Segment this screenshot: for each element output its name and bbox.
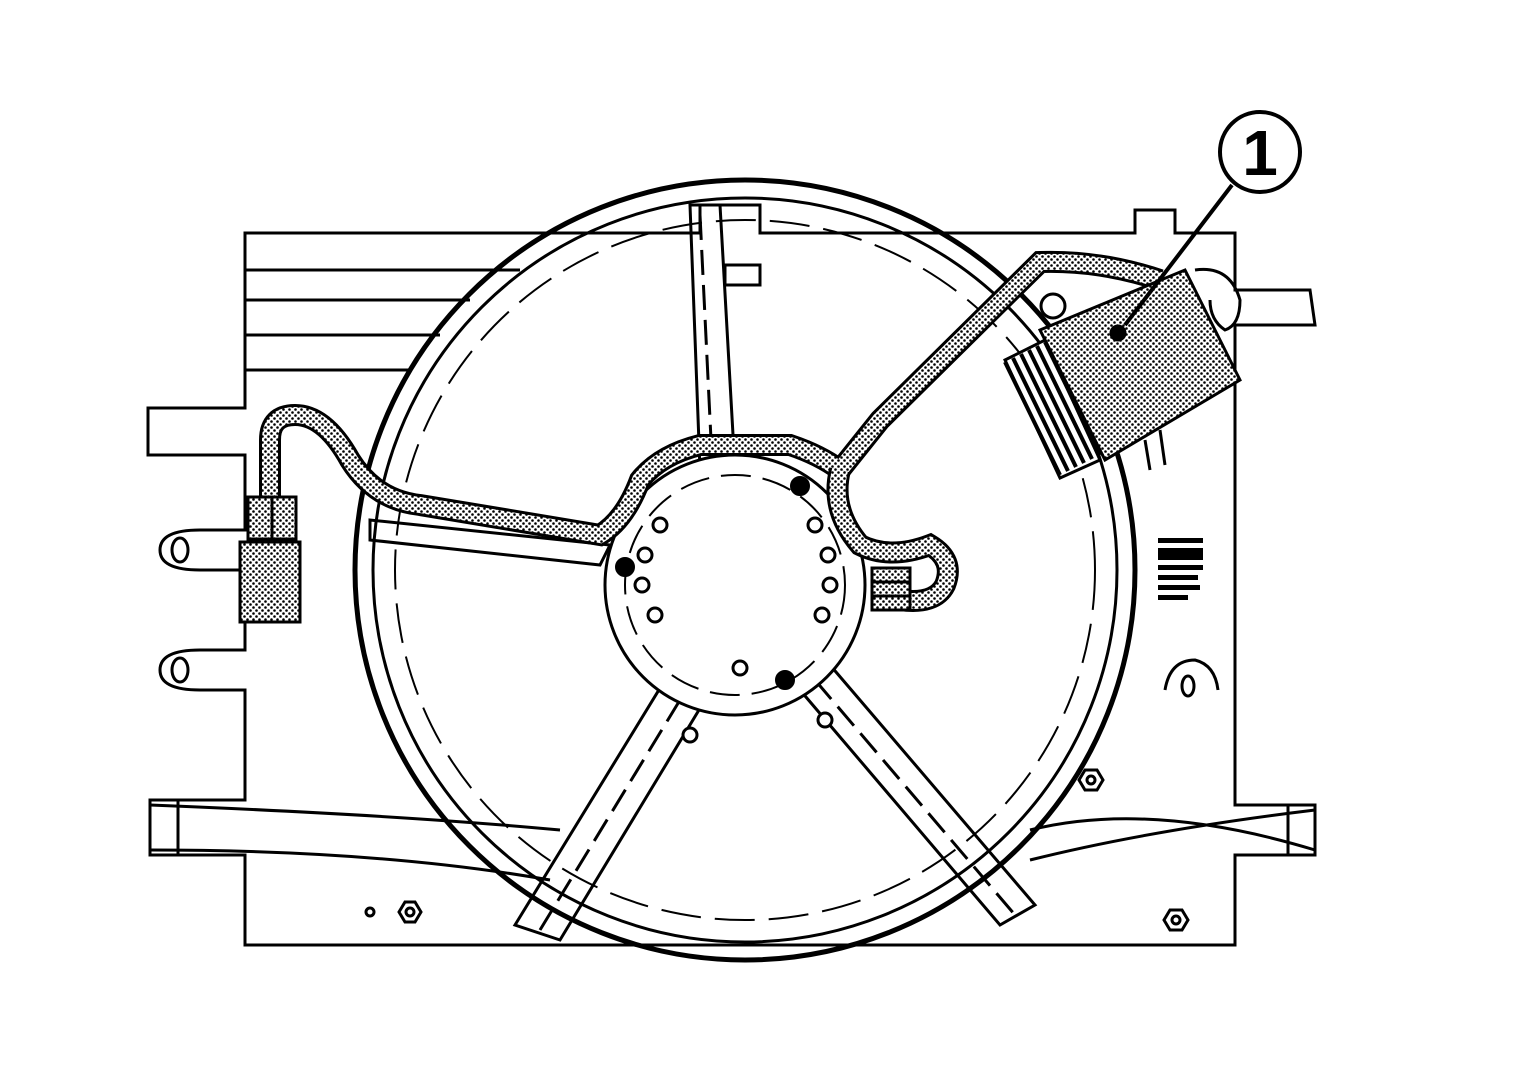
shroud-frame <box>146 203 1317 947</box>
heat-sink-fins <box>1003 341 1102 476</box>
fan-ring <box>352 177 1138 963</box>
frame-slot <box>170 263 1220 698</box>
callout-circle <box>1218 110 1302 194</box>
hub-bolts <box>615 476 810 690</box>
hub-connector <box>870 566 912 612</box>
shroud-label-block <box>1158 538 1203 600</box>
hub-mounting-holes <box>633 516 839 744</box>
fan-control-module <box>1003 267 1242 480</box>
left-connector <box>238 495 302 624</box>
callout-number: 1 <box>1242 117 1278 189</box>
callout-1: 1 <box>1123 110 1302 327</box>
wiring-harness <box>259 250 1164 612</box>
callout-leader-line <box>1123 183 1234 327</box>
frame-nuts <box>364 768 1190 932</box>
